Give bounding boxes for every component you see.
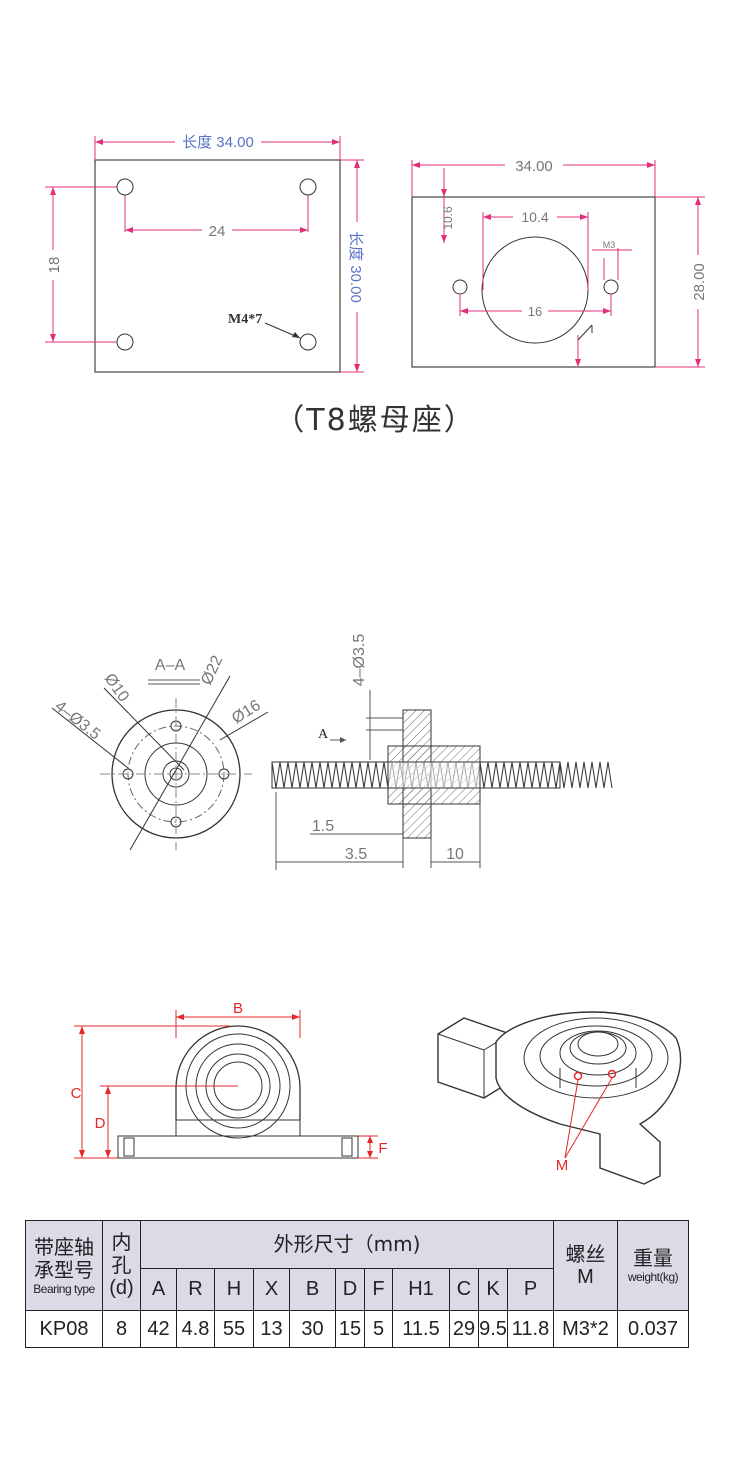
- label-b: B: [233, 1000, 243, 1017]
- m3-hole-right: [603, 279, 619, 295]
- d22-label: Ø22: [198, 653, 226, 688]
- cell-value: 11.5: [392, 1310, 450, 1348]
- cell-weight: 0.037: [617, 1310, 689, 1348]
- cell-value: 42: [140, 1310, 177, 1348]
- col-dims-header: 外形尺寸（mm): [140, 1220, 554, 1269]
- sub-header: C: [449, 1268, 479, 1311]
- sub-header: A: [140, 1268, 177, 1311]
- label-d: D: [95, 1115, 106, 1132]
- hole-bottom-left: [116, 333, 134, 351]
- col-bore-header: 内 孔 (d): [102, 1220, 141, 1311]
- cell-thread: M3*2: [553, 1310, 618, 1348]
- t8-seat-caption: （T8螺母座）: [274, 403, 476, 438]
- cell-value: 55: [214, 1310, 254, 1348]
- col-weight-2: weight(kg): [627, 1270, 679, 1284]
- col-bore-2: 孔: [111, 1253, 132, 1277]
- dim-35-label: 3.5: [345, 846, 367, 863]
- label-f: F: [378, 1140, 387, 1157]
- arrow-label: A: [318, 727, 329, 742]
- left-height-label: 长度 30.00: [347, 231, 364, 303]
- hole-spacing-label: 16: [528, 304, 542, 319]
- col-thread-2: M: [577, 1265, 594, 1288]
- offset-label: 10.6: [441, 206, 455, 230]
- hole-spacing-v-label: 18: [46, 257, 63, 274]
- dim-10-label: 10: [446, 846, 464, 863]
- cell-value: 11.8: [507, 1310, 554, 1348]
- left-view-body: [94, 159, 341, 373]
- cell-value: 15: [335, 1310, 365, 1348]
- label-m: M: [556, 1157, 569, 1174]
- sub-header: P: [507, 1268, 554, 1311]
- sub-header: X: [253, 1268, 290, 1311]
- col-weight-1: 重量: [633, 1246, 673, 1270]
- sub-header: D: [335, 1268, 365, 1311]
- right-width-label: 34.00: [515, 158, 553, 175]
- d10-label: Ø10: [101, 671, 132, 706]
- cell-value: 9.5: [478, 1310, 508, 1348]
- screw-label-m4: M4*7: [228, 312, 262, 327]
- flange-nut-drawing: A–A Ø10 Ø22 Ø16 4–Ø3.5 4–Ø3.5 A 1.5 3.5 …: [52, 634, 613, 870]
- col-bore-1: 内: [111, 1230, 132, 1254]
- sub-header: F: [364, 1268, 393, 1311]
- hole-top-right: [299, 178, 317, 196]
- cell-value: 30: [289, 1310, 336, 1348]
- left-width-label: 长度 34.00: [182, 134, 254, 151]
- cell-value: 29: [449, 1310, 479, 1348]
- sub-header: H1: [392, 1268, 450, 1311]
- sub-header: H: [214, 1268, 254, 1311]
- col-type-header: 带座轴 承型号 Bearing type: [25, 1220, 103, 1311]
- label-c: C: [71, 1085, 82, 1102]
- hole-spacing-h-label: 24: [209, 223, 226, 240]
- right-view-body: [411, 196, 656, 368]
- m3-label: M3: [603, 240, 616, 250]
- cell-value: 5: [364, 1310, 393, 1348]
- bore-label: 10.4: [521, 209, 548, 225]
- holes-side-label: 4–Ø3.5: [351, 634, 368, 687]
- spec-table: 带座轴 承型号 Bearing type 内 孔 (d) 外形尺寸（mm) 螺丝…: [25, 1220, 689, 1348]
- cell-type: KP08: [25, 1310, 103, 1348]
- col-bore-3: (d): [109, 1277, 134, 1299]
- t8-seat-drawing: 长度 34.00 长度 30.00 24 18 M4*7 34.00 28.00: [44, 132, 708, 373]
- center-bore: [481, 236, 589, 344]
- cell-bore: 8: [102, 1310, 141, 1348]
- hole-top-left: [116, 178, 134, 196]
- right-height-label: 28.00: [691, 263, 708, 301]
- cell-value: 4.8: [176, 1310, 215, 1348]
- dim-15-label: 1.5: [312, 818, 334, 835]
- table-row: KP08 8 42 4.8 55 13 30 15 5 11.5 29 9.5 …: [25, 1310, 689, 1348]
- col-type-en: Bearing type: [33, 1281, 95, 1296]
- hole-bottom-right: [299, 333, 317, 351]
- col-type-1: 带座轴: [34, 1234, 94, 1259]
- cell-value: 13: [253, 1310, 290, 1348]
- col-weight-header: 重量 weight(kg): [617, 1220, 689, 1311]
- sub-header: B: [289, 1268, 336, 1311]
- d16-label: Ø16: [229, 697, 264, 727]
- col-thread-header: 螺丝 M: [553, 1220, 618, 1311]
- sub-header: R: [176, 1268, 215, 1311]
- sub-header: K: [478, 1268, 508, 1311]
- pillow-block-drawing: B C D F M: [71, 1000, 682, 1185]
- m3-hole-left: [452, 279, 468, 295]
- col-thread-1: 螺丝: [565, 1241, 606, 1266]
- section-label: A–A: [155, 657, 186, 674]
- holes-label: 4–Ø3.5: [52, 698, 104, 744]
- col-type-2: 承型号: [34, 1257, 94, 1282]
